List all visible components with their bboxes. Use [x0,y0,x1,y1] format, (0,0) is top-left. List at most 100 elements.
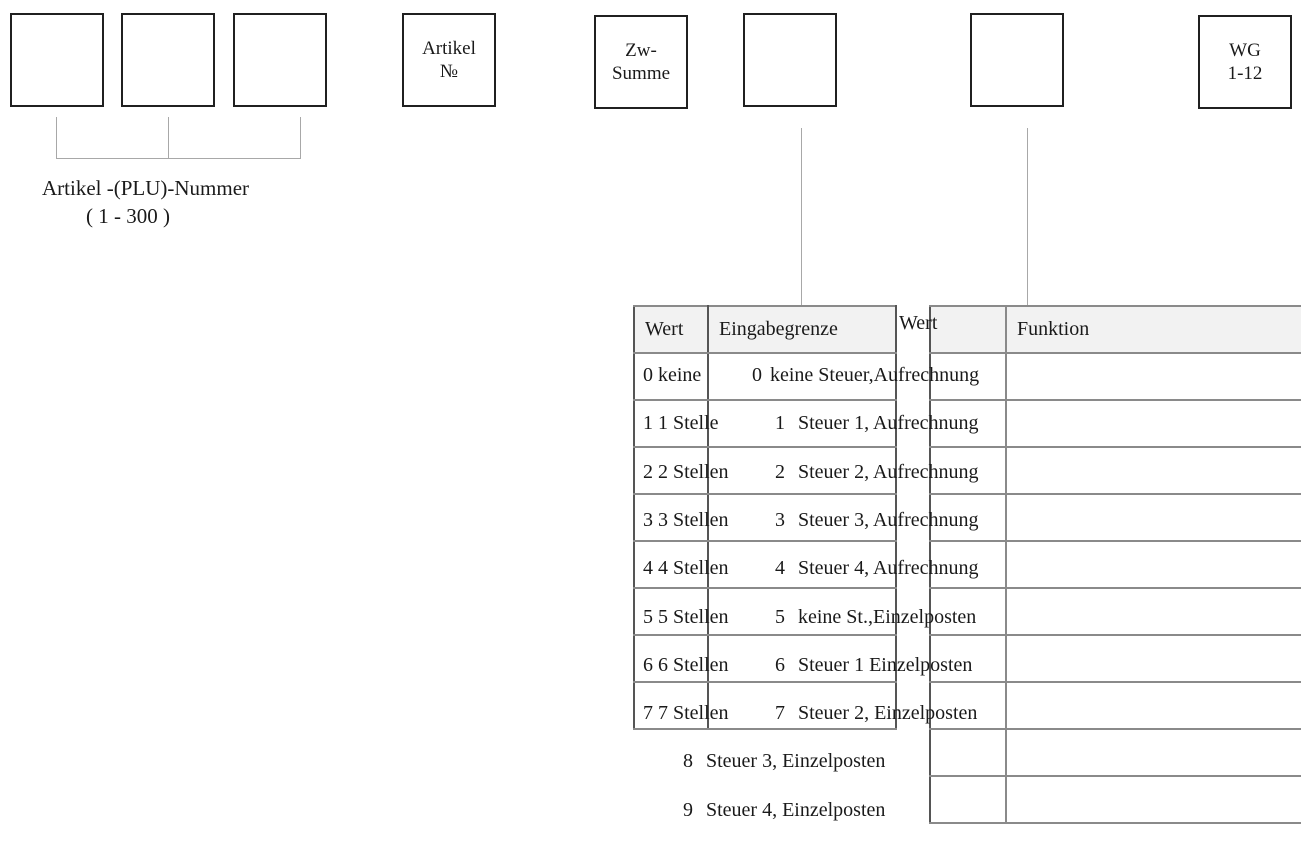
funktion-label-5: keine St.,Einzelposten [798,605,977,628]
plu-bracket-mid [168,117,169,159]
table-cell [929,541,1007,589]
plu-caption-line2: ( 1 - 300 ) [86,204,170,228]
eingabegrenze-row-3: 3 [643,508,653,531]
funktion-label-8: Steuer 3, Einzelposten [706,750,886,773]
table-row [929,682,1301,730]
funktion-value-8: 8 [683,750,693,773]
table-cell [708,400,897,448]
wg-key: WG 1-12 [1198,15,1292,109]
plu-digit-key-2 [121,13,215,107]
table-cell [633,353,709,401]
table-cell [1006,635,1301,683]
table-row [929,776,1301,824]
table-cell [708,353,897,401]
header-eingabegrenze: Eingabegrenze [708,305,897,354]
table-cell [1006,729,1301,777]
eingabegrenze-label-5: 5 Stellen [658,605,729,628]
table-cell [633,588,709,636]
header-funktion: Funktion [1006,305,1301,354]
eingabegrenze-label-7: 7 Stellen [658,702,729,725]
zw-summe-key: Zw- Summe [594,15,688,109]
plu-digit-key-1 [10,13,104,107]
right-header-wert: Wert [899,312,938,334]
table-row [633,635,897,683]
eingabegrenze-row-0: 0 [643,364,653,386]
table-row [633,541,897,589]
table-cell [1006,494,1301,542]
table-row [633,588,897,636]
table-cell [708,682,897,730]
funktion-label-0: keine Steuer,Aufrechnung [770,364,980,386]
table-cell [708,588,897,636]
funktion-label-9: Steuer 4, Einzelposten [706,798,886,821]
eingabegrenze-row-2: 2 [643,460,653,483]
funktion-value-1: 1 [775,412,785,435]
table-row [929,635,1301,683]
artikel-nr-key: Artikel № [402,13,496,107]
table-cell [929,635,1007,683]
table-cell [1006,353,1301,401]
plu-bracket-right [300,117,301,159]
table-row [929,588,1301,636]
table-row [929,400,1301,448]
table-cell [1006,682,1301,730]
table-row [929,541,1301,589]
table-cell [633,541,709,589]
funktion-label-1: Steuer 1, Aufrechnung [798,412,979,435]
table-cell [708,541,897,589]
table-cell [1006,400,1301,448]
table-cell [929,494,1007,542]
table-cell [929,776,1007,824]
eingabegrenze-label-3: 3 Stellen [658,508,729,531]
table-cell [929,729,1007,777]
table-cell [633,400,709,448]
eingabegrenze-table: Wert Eingabegrenze [633,305,897,730]
plu-digit-key-3 [233,13,327,107]
table-row [929,353,1301,401]
table-cell [708,494,897,542]
funktion-value-6: 6 [775,653,785,676]
funktion-label-6: Steuer 1 Einzelposten [798,653,973,676]
funktion-value-7: 7 [775,702,785,725]
funktion-label-7: Steuer 2, Einzelposten [798,702,978,725]
funktion-label-2: Steuer 2, Aufrechnung [798,460,979,483]
eingabegrenze-row-6: 6 [643,653,653,676]
table-cell [633,494,709,542]
table-cell [929,400,1007,448]
table-row [633,494,897,542]
plu-bracket-left [56,117,57,159]
eingabegrenze-label-6: 6 Stellen [658,653,729,676]
eingabegrenze-label-2: 2 Stellen [658,460,729,483]
eingabegrenze-key [743,13,837,107]
table-row [633,400,897,448]
header-wert: Wert [633,305,709,354]
table-row [929,494,1301,542]
table-cell [633,682,709,730]
eingabegrenze-row-5: 5 [643,605,653,628]
table-cell [1006,447,1301,495]
table-cell [929,353,1007,401]
eingabegrenze-row-4: 4 [643,557,653,580]
eingabegrenze-label-0: keine [658,364,702,386]
table-cell [1006,776,1301,824]
connector-eingabegrenze [801,128,802,305]
funktion-table: Funktion [929,305,1301,824]
table-row [633,682,897,730]
eingabegrenze-row-1: 1 [643,412,653,435]
table-cell [708,635,897,683]
table-cell [633,635,709,683]
funktion-value-9: 9 [683,798,693,821]
table-cell [1006,541,1301,589]
header-wert [929,305,1007,354]
table-row [633,353,897,401]
table-row [929,729,1301,777]
table-cell [929,447,1007,495]
funktion-value-4: 4 [775,557,785,580]
plu-caption-line1: Artikel -(PLU)-Nummer [42,176,250,200]
table-row [929,447,1301,495]
plu-bracket-bottom [56,158,301,159]
eingabegrenze-label-4: 4 Stellen [658,557,729,580]
eingabegrenze-label-1: 1 Stelle [658,412,719,435]
table-row [633,447,897,495]
funktion-label-3: Steuer 3, Aufrechnung [798,508,979,531]
